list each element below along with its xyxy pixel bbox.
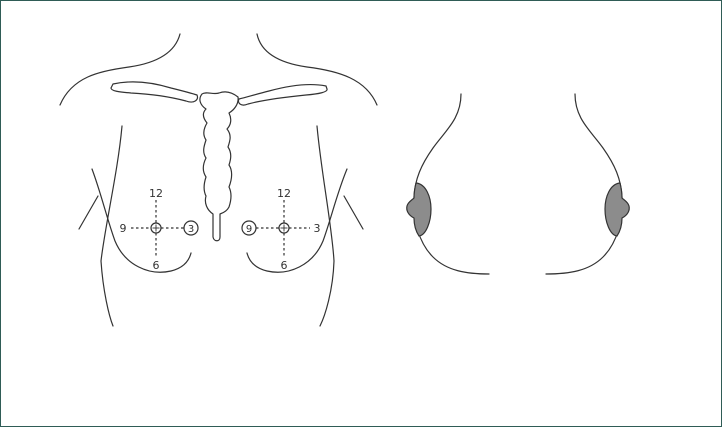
right-clock-label-9: 9 [246, 224, 252, 235]
left-clock-label-12: 12 [149, 187, 163, 200]
right-clock-label-12: 12 [277, 187, 291, 200]
right-breast-clock: 12 9 3 6 [242, 187, 321, 272]
left-clock-label-6: 6 [153, 259, 160, 272]
right-profile-tissue-shading [605, 183, 629, 236]
right-profile-breast-outline [546, 94, 622, 274]
right-arm-line [344, 196, 363, 229]
sternum [200, 92, 238, 241]
right-breast-outline [247, 169, 347, 272]
front-torso-view: 12 9 3 6 12 9 3 6 [60, 34, 377, 326]
side-profile-views [407, 94, 629, 274]
left-breast-clock: 12 9 3 6 [120, 187, 199, 272]
right-clock-label-3: 3 [314, 222, 321, 235]
left-clock-label-9: 9 [120, 222, 127, 235]
left-clavicle [111, 82, 197, 102]
left-profile-tissue-shading [407, 183, 431, 236]
right-clock-label-6: 6 [281, 259, 288, 272]
left-arm-line [79, 196, 98, 229]
left-profile-breast-outline [414, 94, 489, 274]
right-clavicle [238, 85, 327, 105]
left-clock-label-3: 3 [188, 224, 194, 235]
